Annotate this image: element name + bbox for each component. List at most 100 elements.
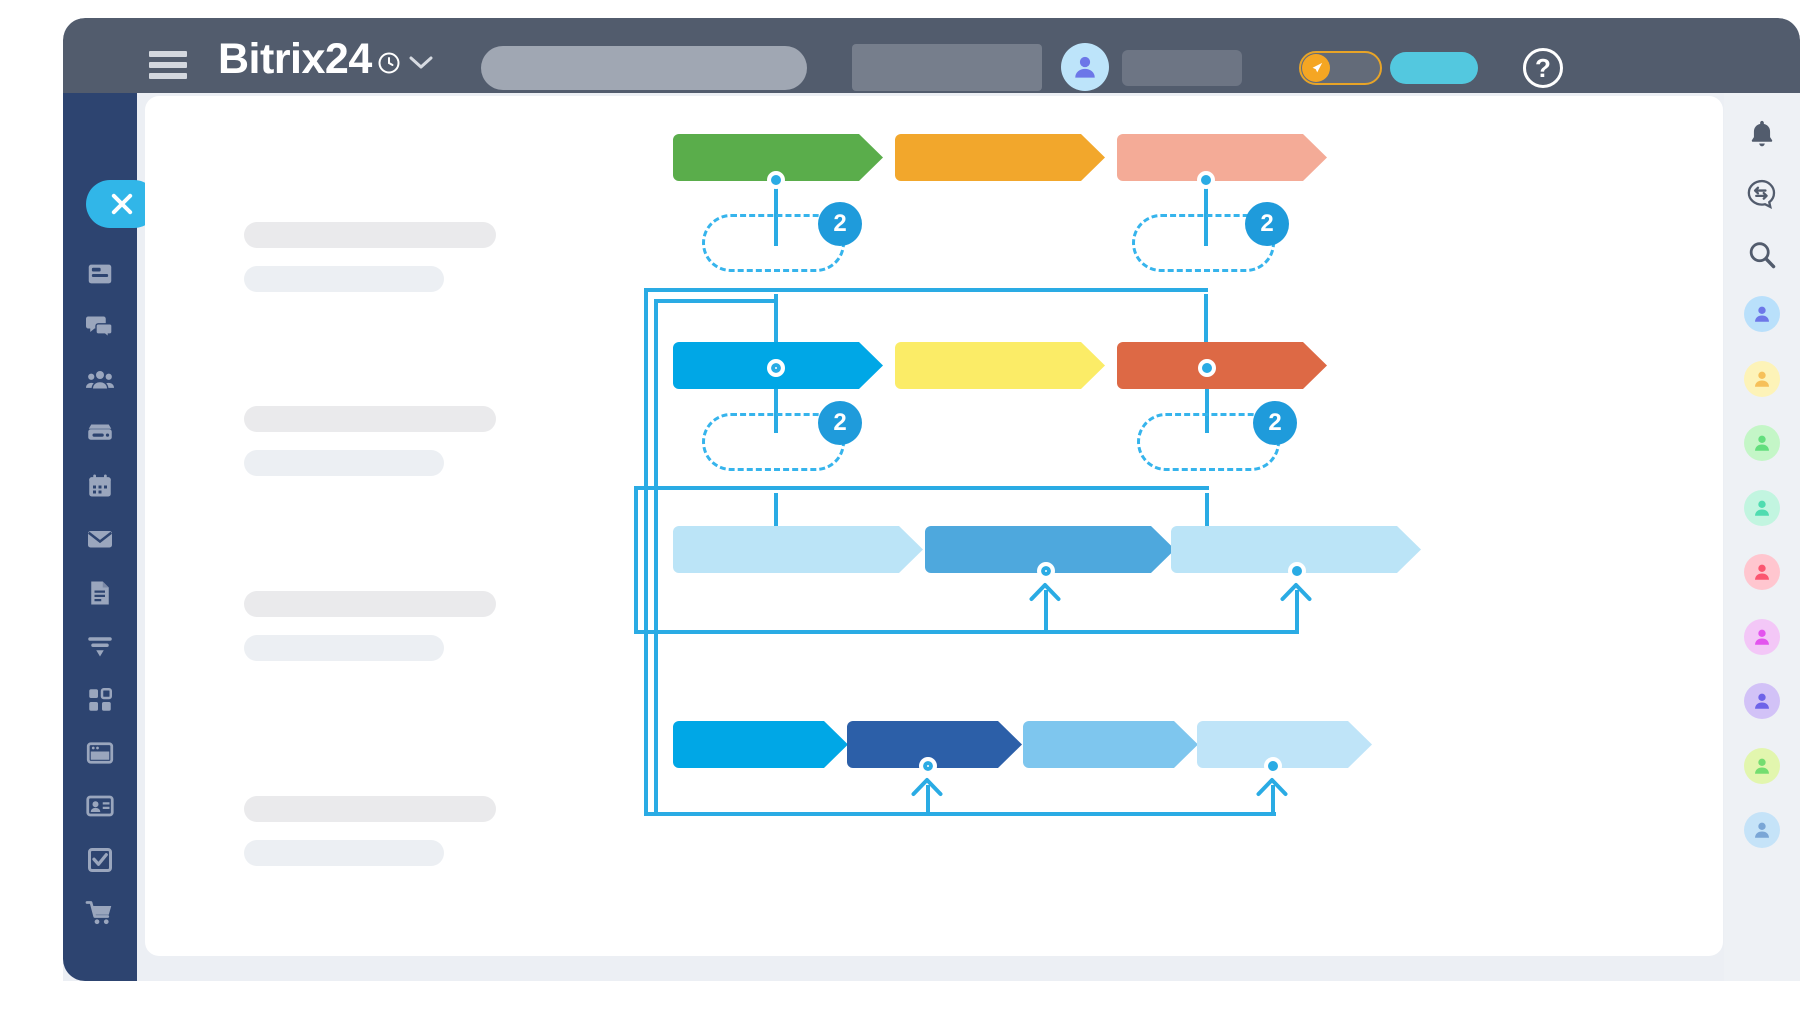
sidebar-item-documents[interactable] bbox=[63, 570, 137, 616]
sidebar-item-drive[interactable] bbox=[63, 410, 137, 456]
header-placeholder-chip-2[interactable] bbox=[1122, 50, 1242, 86]
avatar bbox=[1744, 747, 1780, 784]
tunnel-node-dot[interactable] bbox=[1198, 359, 1216, 377]
contact-avatar-1[interactable] bbox=[1724, 291, 1800, 337]
stage-chevron[interactable] bbox=[1117, 342, 1327, 389]
connector-line bbox=[654, 299, 658, 816]
connector-line bbox=[634, 486, 638, 634]
contact-avatar-9[interactable] bbox=[1724, 807, 1800, 853]
sidebar-item-shop[interactable] bbox=[63, 890, 137, 936]
stage-chevron[interactable] bbox=[673, 721, 848, 768]
left-sidebar bbox=[63, 93, 158, 981]
user-avatar-icon bbox=[1755, 306, 1769, 322]
user-avatar-icon bbox=[1755, 822, 1769, 838]
hamburger-menu-icon[interactable] bbox=[149, 51, 187, 79]
user-avatar-icon bbox=[1755, 371, 1769, 387]
funnel-icon bbox=[88, 637, 112, 657]
avatar bbox=[1744, 425, 1780, 461]
connector-line bbox=[644, 288, 1208, 292]
notifications-button[interactable] bbox=[1724, 111, 1800, 157]
sidebar-item-chat[interactable] bbox=[63, 303, 137, 349]
contact-card-icon bbox=[86, 795, 114, 817]
tunnel-node-dot[interactable] bbox=[767, 171, 785, 189]
checkbox-task-icon bbox=[87, 847, 112, 872]
stage-chevron[interactable] bbox=[673, 526, 923, 573]
sidebar-item-crm[interactable] bbox=[63, 623, 137, 669]
avatar bbox=[1744, 683, 1780, 719]
tunnel-node-dot[interactable] bbox=[919, 757, 937, 775]
main-canvas: 2 2 2 2 bbox=[145, 96, 1723, 956]
connector-line bbox=[774, 294, 778, 342]
search-input[interactable] bbox=[481, 46, 807, 90]
connector-line bbox=[1205, 368, 1209, 433]
tunnel-node-dot[interactable] bbox=[1288, 562, 1306, 580]
contact-avatar-5[interactable] bbox=[1724, 549, 1800, 595]
contact-avatar-2[interactable] bbox=[1724, 356, 1800, 402]
document-icon bbox=[91, 581, 109, 605]
avatar bbox=[1744, 554, 1780, 590]
contact-avatar-8[interactable] bbox=[1724, 743, 1800, 789]
contact-avatar-3[interactable] bbox=[1724, 420, 1800, 466]
close-icon bbox=[111, 193, 133, 215]
connector-line bbox=[774, 493, 778, 540]
sidebar-item-feed[interactable] bbox=[63, 251, 137, 297]
chevron-down-icon[interactable] bbox=[409, 56, 433, 70]
connector-line bbox=[774, 368, 778, 433]
brand-logo: Bitrix24 bbox=[218, 36, 401, 83]
automation-rule-count-badge[interactable]: 2 bbox=[1245, 202, 1289, 246]
avatar bbox=[1744, 296, 1780, 332]
tunnel-node-dot[interactable] bbox=[1264, 757, 1282, 775]
connector-line bbox=[1295, 590, 1299, 634]
calendar-icon bbox=[89, 474, 111, 497]
contact-avatar-6[interactable] bbox=[1724, 614, 1800, 660]
contact-avatar-7[interactable] bbox=[1724, 678, 1800, 724]
bell-icon bbox=[1751, 120, 1773, 147]
sidebar-item-tasks[interactable] bbox=[63, 837, 137, 883]
sidebar-item-contacts[interactable] bbox=[63, 783, 137, 829]
user-avatar-icon bbox=[1075, 56, 1095, 78]
arrow-up-icon bbox=[1256, 778, 1288, 796]
user-avatar-icon bbox=[1755, 500, 1769, 516]
messenger-button[interactable] bbox=[1724, 171, 1800, 217]
header-placeholder-chip-1[interactable] bbox=[852, 44, 1042, 91]
brand-text: Bitrix24 bbox=[218, 35, 372, 83]
user-avatar-icon bbox=[1755, 693, 1769, 709]
contact-avatar-4[interactable] bbox=[1724, 485, 1800, 531]
stage-chevron[interactable] bbox=[1023, 721, 1198, 768]
placeholder-title-1 bbox=[244, 222, 496, 248]
search-icon bbox=[1749, 242, 1776, 269]
placeholder-sub-2 bbox=[244, 450, 444, 476]
connector-line bbox=[634, 630, 1297, 634]
stage-chevron[interactable] bbox=[1197, 721, 1372, 768]
disk-drive-icon bbox=[88, 424, 112, 440]
tunnel-node-dot[interactable] bbox=[767, 359, 785, 377]
automation-rule-count-badge[interactable]: 2 bbox=[818, 401, 862, 445]
connector-line bbox=[926, 785, 930, 816]
stage-chevron[interactable] bbox=[895, 134, 1105, 181]
user-avatar-icon bbox=[1755, 564, 1769, 580]
help-button[interactable]: ? bbox=[1523, 48, 1563, 88]
automation-rule-count-badge[interactable]: 2 bbox=[818, 202, 862, 246]
rocket-icon bbox=[1302, 54, 1330, 82]
stage-chevron[interactable] bbox=[1117, 134, 1327, 181]
connector-line bbox=[1204, 180, 1208, 246]
avatar[interactable] bbox=[1061, 43, 1109, 91]
placeholder-title-2 bbox=[244, 406, 496, 432]
stage-chevron[interactable] bbox=[895, 342, 1105, 389]
sidebar-item-mail[interactable] bbox=[63, 516, 137, 562]
envelope-icon bbox=[87, 531, 113, 548]
arrow-up-icon bbox=[1280, 583, 1312, 601]
tunnel-node-dot[interactable] bbox=[1197, 171, 1215, 189]
avatar bbox=[1744, 360, 1780, 397]
search-button[interactable] bbox=[1724, 232, 1800, 278]
avatar bbox=[1744, 489, 1780, 526]
rocket-toggle[interactable] bbox=[1299, 51, 1382, 85]
sidebar-item-sites[interactable] bbox=[63, 730, 137, 776]
connector-line bbox=[644, 288, 648, 816]
sidebar-item-apps[interactable] bbox=[63, 677, 137, 723]
tunnel-node-dot[interactable] bbox=[1037, 562, 1055, 580]
sidebar-item-group[interactable] bbox=[63, 357, 137, 403]
automation-rule-count-badge[interactable]: 2 bbox=[1253, 401, 1297, 445]
header-action-button[interactable] bbox=[1390, 52, 1478, 84]
sidebar-item-calendar[interactable] bbox=[63, 463, 137, 509]
